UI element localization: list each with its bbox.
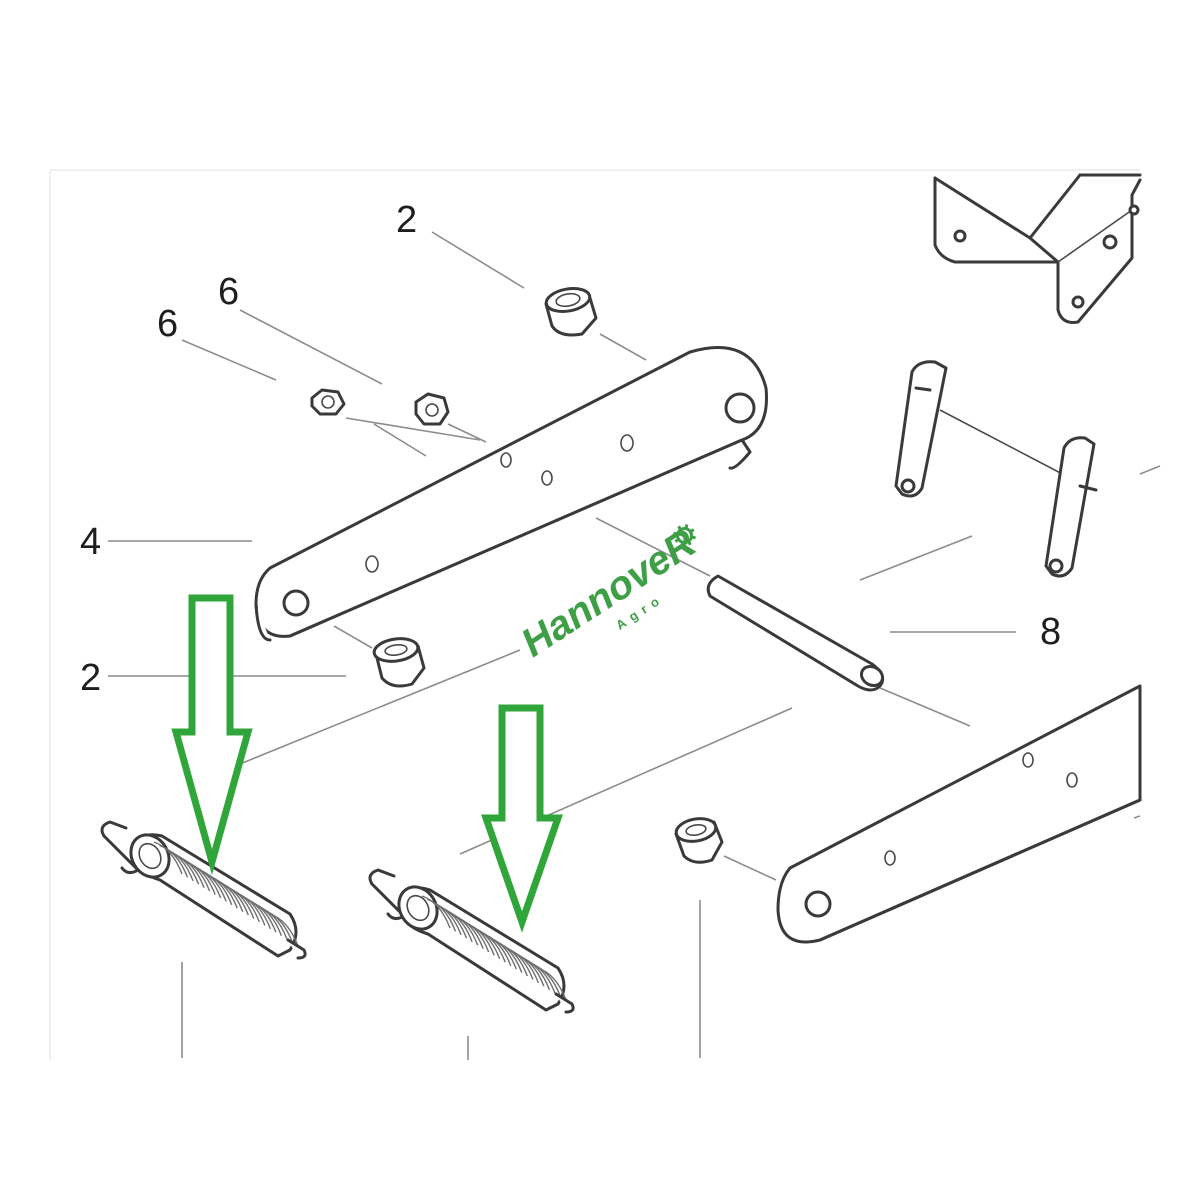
spring-coil [164, 848, 194, 882]
spring-coil [153, 841, 183, 875]
spring-coil [264, 909, 294, 943]
spring-coil [175, 855, 205, 888]
spring-coil [532, 963, 562, 997]
scan-border [49, 169, 1140, 1060]
spring-coil [203, 872, 233, 906]
spring-coil [247, 899, 277, 933]
spring-coil [515, 953, 545, 987]
spring-left [100, 820, 307, 960]
spring-coil [197, 868, 227, 902]
down-arrow-icon [481, 704, 563, 933]
spring-coil [186, 861, 216, 895]
arrow-right-spring [481, 704, 563, 933]
callout-nut-lower: 6 [157, 303, 178, 345]
spring-coil [454, 915, 484, 949]
frame-bracket [933, 173, 1142, 324]
spring-left-coils [153, 841, 299, 947]
callout-bushing-top: 2 [396, 199, 417, 241]
nut-lower [414, 392, 450, 426]
spring-coil [443, 909, 473, 942]
spring-coil [521, 957, 551, 990]
spring-coil [477, 929, 506, 963]
bushing-lower-right [674, 817, 724, 864]
spring-coil [427, 898, 457, 932]
spring-coil [192, 865, 222, 899]
callout-labels: 2 6 6 4 2 8 [80, 199, 1061, 699]
spring-coil [170, 851, 200, 885]
spring-coil [258, 906, 288, 940]
callout-link-plate: 4 [80, 521, 101, 563]
spring-coil [242, 896, 272, 930]
spring-coil [499, 943, 528, 977]
callout-bushing-bottom: 2 [80, 657, 101, 699]
hannover-agro-logo: HannoveR Agro [514, 521, 704, 666]
spring-coil [449, 912, 479, 946]
spring-coil [482, 933, 512, 966]
down-arrow-icon [171, 594, 253, 876]
spring-coil [526, 960, 556, 994]
callout-pin: 8 [1040, 611, 1061, 653]
spring-coil [231, 889, 260, 923]
spring-coil [214, 879, 244, 912]
spring-coil [159, 844, 189, 878]
bushing-bottom [372, 637, 426, 688]
spring-coil [269, 913, 299, 947]
callout-nut-upper: 6 [218, 271, 239, 313]
spring-coil [225, 885, 255, 919]
spring-coil [510, 950, 540, 984]
spring-right [368, 868, 575, 1014]
spring-coil [537, 967, 567, 1001]
spring-coil [421, 895, 451, 929]
spring-coil [471, 926, 501, 960]
logo-text: HannoveR [514, 521, 704, 666]
spring-coil [438, 905, 468, 939]
spring-coil [504, 946, 534, 980]
spring-coil [209, 875, 238, 909]
spring-coil [465, 922, 495, 956]
arrow-left-spring [171, 594, 253, 876]
spring-coil [488, 936, 517, 970]
spring-coil [432, 902, 462, 936]
spring-coil [181, 858, 211, 892]
nut-upper [310, 388, 346, 416]
spring-coil [236, 892, 266, 926]
spring-coil [460, 919, 490, 953]
gear-icon [673, 524, 696, 547]
spring-coil [493, 939, 523, 973]
spring-coil [220, 882, 249, 916]
pin [706, 574, 885, 692]
spring-coil [253, 903, 283, 936]
lower-link-plate [776, 684, 1142, 944]
bushing-top [544, 287, 598, 337]
spring-right-coils [421, 895, 567, 1001]
lever-linkage [894, 360, 1161, 578]
link-plate [254, 346, 768, 642]
